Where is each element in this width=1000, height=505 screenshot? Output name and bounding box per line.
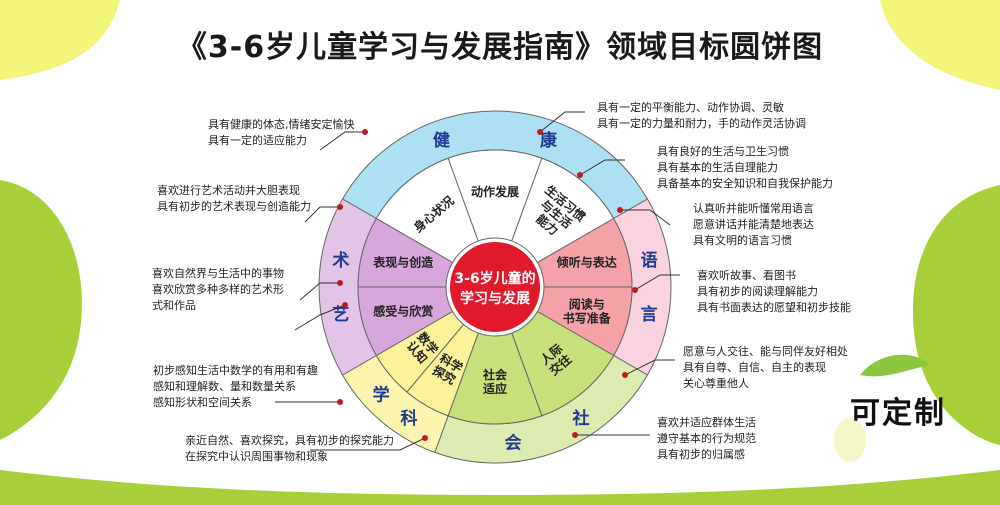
domain-label-language: 言 (641, 304, 658, 325)
note-social-2: 喜欢并适应群体生活 遵守基本的行为规范 具有初步的归属感 (657, 415, 756, 463)
note-line: 喜欢自然界与生活中的事物 (152, 267, 284, 280)
domain-label-social: 社 (571, 408, 589, 429)
domain-label-social: 会 (505, 432, 522, 453)
note-language-2: 喜欢听故事、看图书 具有初步的阅读理解能力 具有书面表达的愿望和初步技能 (697, 268, 851, 316)
note-line: 具备基本的安全知识和自我保护能力 (657, 177, 833, 190)
sub-sector-label: 动作发展 (471, 184, 519, 199)
note-health-right: 具有一定的平衡能力、动作协调、灵敏 具有一定的力量和耐力，手的动作灵活协调 (597, 100, 806, 132)
sub-sector-label: 倾听与表达 (556, 254, 617, 269)
note-art-2: 喜欢自然界与生活中的事物 喜欢欣赏多种多样的艺术形 式和作品 (152, 266, 284, 314)
center-circle (450, 242, 540, 332)
center-label: 学习与发展 (460, 290, 530, 307)
domain-label-art: 术 (332, 250, 349, 271)
customizable-badge: 可定制 (850, 396, 946, 431)
center-label: 3-6岁儿童的 (454, 270, 535, 287)
note-line: 具有初步的归属感 (657, 448, 745, 461)
note-line: 具有书面表达的愿望和初步技能 (697, 301, 851, 314)
note-line: 愿意讲话并能清楚地表达 (693, 218, 814, 231)
note-line: 感知和理解数、量和数量关系 (153, 380, 296, 393)
note-health-right2: 具有良好的生活与卫生习惯 具有基本的生活自理能力 具备基本的安全知识和自我保护能… (657, 144, 833, 192)
note-line: 具有自尊、自信、自主的表现 (683, 361, 826, 374)
note-line: 遵守基本的行为规范 (657, 432, 756, 445)
note-line: 具有初步的艺术表现与创造能力 (157, 200, 311, 213)
sub-sector-label: 阅读与 (569, 297, 605, 312)
sub-sector-label: 书写准备 (563, 311, 612, 326)
note-language-1: 认真听并能听懂常用语言 愿意讲话并能清楚地表达 具有文明的语言习惯 (693, 201, 814, 249)
domain-label-health: 康 (540, 130, 558, 151)
note-line: 具有一定的适应能力 (208, 134, 307, 147)
note-line: 具有健康的体态,情绪安定愉快 (208, 118, 355, 131)
note-line: 喜欢欣赏多种多样的艺术形 (152, 283, 284, 296)
note-line: 具有初步的阅读理解能力 (697, 285, 818, 298)
note-line: 具有良好的生活与卫生习惯 (657, 145, 789, 158)
note-art-1: 喜欢进行艺术活动并大胆表现 具有初步的艺术表现与创造能力 (157, 183, 311, 215)
note-line: 喜欢并适应群体生活 (657, 416, 756, 429)
page-title: 《3-6岁儿童学习与发展指南》领域目标圆饼图 (176, 30, 824, 65)
note-line: 亲近自然、喜欢探究，具有初步的探究能力 (185, 434, 394, 447)
note-science-2: 亲近自然、喜欢探究，具有初步的探究能力 在探究中认识周围事物和现象 (185, 433, 394, 465)
sub-sector-label: 表现与创造 (372, 254, 434, 269)
note-line: 感知形状和空间关系 (153, 396, 252, 409)
domain-label-art: 艺 (332, 304, 349, 325)
domain-label-language: 语 (641, 251, 658, 271)
note-line: 喜欢听故事、看图书 (697, 269, 796, 282)
note-line: 在探究中认识周围事物和现象 (185, 450, 328, 463)
note-line: 具有一定的力量和耐力，手的动作灵活协调 (597, 117, 806, 130)
sub-sector-label: 感受与欣赏 (373, 304, 433, 319)
note-line: 具有一定的平衡能力、动作协调、灵敏 (597, 101, 784, 114)
note-social-1: 愿意与人交往、能与同伴友好相处 具有自尊、自信、自主的表现 关心尊重他人 (683, 344, 848, 392)
note-health-left: 具有健康的体态,情绪安定愉快 具有一定的适应能力 (208, 117, 355, 149)
note-line: 愿意与人交往、能与同伴友好相处 (683, 345, 848, 358)
note-line: 认真听并能听懂常用语言 (693, 202, 814, 215)
note-line: 式和作品 (152, 299, 196, 312)
note-science-1: 初步感知生活中数学的有用和有趣 感知和理解数、量和数量关系 感知形状和空间关系 (153, 363, 318, 411)
sub-sector-label: 社会 (482, 367, 508, 382)
note-line: 关心尊重他人 (683, 377, 749, 390)
note-line: 初步感知生活中数学的有用和有趣 (153, 364, 318, 377)
domain-label-science: 科 (401, 408, 418, 429)
note-line: 具有基本的生活自理能力 (657, 161, 778, 174)
domain-label-health: 健 (433, 130, 450, 151)
note-line: 具有文明的语言习惯 (693, 234, 792, 247)
sub-sector-label: 适应 (483, 381, 507, 396)
domain-label-science: 学 (373, 384, 390, 405)
note-line: 喜欢进行艺术活动并大胆表现 (157, 184, 300, 197)
